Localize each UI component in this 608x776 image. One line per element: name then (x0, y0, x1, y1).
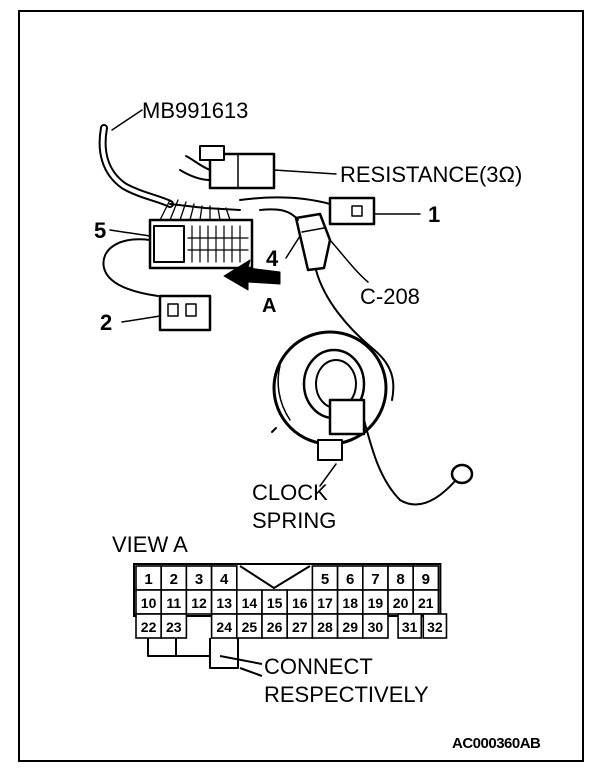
pin-cell (185, 589, 213, 615)
pin-number: 32 (427, 619, 443, 635)
pin-number: 5 (321, 571, 329, 588)
resistance-label: RESISTANCE(3Ω) (340, 162, 523, 187)
connector-4 (285, 212, 332, 272)
pin-number: 7 (371, 571, 379, 588)
pin-cell (397, 613, 423, 639)
callout-5: 5 (94, 218, 107, 243)
connector-notch (239, 565, 311, 589)
pin-number: 1 (144, 571, 152, 588)
c208-leader (329, 239, 369, 283)
connect-label-line2: RESPECTIVELY (264, 682, 429, 707)
pin-number: 16 (292, 595, 308, 611)
pin-number: 22 (141, 619, 157, 635)
connector-c208-label: C-208 (360, 284, 420, 309)
pin-cell (387, 589, 415, 615)
pin-cell (135, 565, 163, 591)
pin-number: 3 (195, 571, 203, 588)
clock-spring (271, 330, 474, 506)
view-a-label: VIEW A (112, 532, 188, 557)
pin-number: 19 (368, 595, 384, 611)
pin-cell (361, 613, 389, 639)
pin-number: 2 (170, 571, 178, 588)
pin-number: 6 (346, 571, 354, 588)
pin-number: 23 (166, 619, 182, 635)
pin-number: 30 (368, 619, 384, 635)
figure-frame (18, 10, 584, 762)
clock-spring-label-line1: CLOCK (252, 480, 328, 505)
pin-number: 17 (317, 595, 333, 611)
pin-number: 8 (396, 571, 404, 588)
pin-number: 25 (242, 619, 258, 635)
tool-label: MB991613 (142, 98, 249, 123)
callout-1: 1 (428, 202, 441, 227)
pin-number: 24 (216, 619, 232, 635)
view-arrow-label: A (262, 295, 277, 317)
jumper-22-23 (147, 638, 177, 657)
pin-number: 26 (267, 619, 283, 635)
connector-2 (121, 294, 212, 332)
pin-cell (336, 589, 364, 615)
figure-code: AC000360AB (452, 735, 541, 752)
pin-number: 10 (141, 595, 157, 611)
pin-cell (210, 589, 238, 615)
callout-2: 2 (100, 310, 113, 335)
pin-number: 11 (166, 595, 181, 611)
pin-number: 31 (402, 619, 418, 635)
pin-number: 12 (191, 595, 207, 611)
pin-number: 14 (242, 595, 258, 611)
pin-cell (422, 613, 448, 639)
pin-cell (210, 565, 238, 591)
jumper-24-25 (209, 638, 239, 669)
pin-cell (160, 613, 188, 639)
pin-cell (412, 589, 440, 615)
pin-cell (286, 589, 314, 615)
pin-number: 28 (317, 619, 333, 635)
callout-4: 4 (266, 246, 279, 271)
pin-number: 13 (216, 595, 232, 611)
pin-number: 4 (220, 571, 229, 588)
pin-number: 29 (342, 619, 358, 635)
pin-number: 21 (418, 595, 434, 611)
pin-cell (311, 589, 339, 615)
connect-leader-1 (219, 655, 263, 665)
connect-leader-2 (239, 667, 263, 677)
view-arrow (223, 259, 281, 291)
tool-leader (111, 109, 143, 131)
pin-number: 27 (292, 619, 308, 635)
connect-label-line1: CONNECT (264, 654, 373, 679)
connector-5 (148, 199, 254, 270)
connector-1 (328, 196, 421, 226)
pin-number: 18 (342, 595, 358, 611)
clock-spring-label-line2: SPRING (252, 508, 337, 533)
pin-number: 15 (267, 595, 283, 611)
pin-number: 9 (422, 571, 430, 588)
pin-number: 20 (393, 595, 409, 611)
resistance-connector (179, 145, 337, 190)
